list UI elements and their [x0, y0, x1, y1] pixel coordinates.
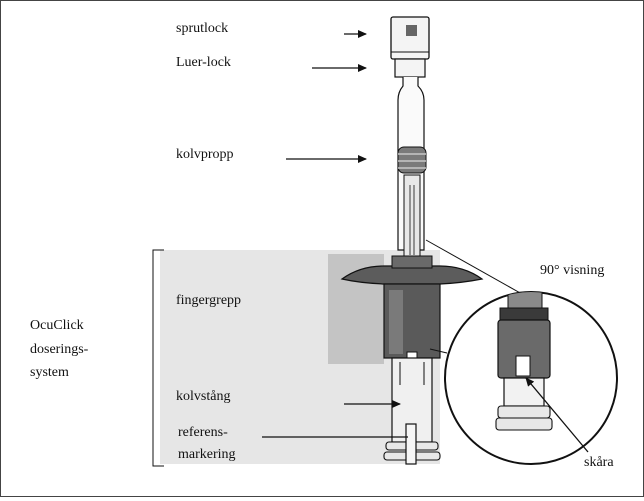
- label-referens-line1: referens-: [178, 425, 228, 440]
- label-sprutlock: sprutlock: [176, 21, 228, 36]
- system-bracket: [152, 249, 164, 467]
- label-skara: skåra: [584, 455, 614, 470]
- label-kolvstang: kolvstång: [176, 389, 230, 404]
- syringe-cap: [390, 16, 430, 78]
- label-luer-lock: Luer-lock: [176, 55, 231, 70]
- label-referens-line2: markering: [178, 447, 236, 462]
- label-fingergrepp: fingergrepp: [176, 293, 241, 308]
- label-system-line2: doserings-: [30, 342, 89, 357]
- plunger-rod-upper: [403, 174, 421, 258]
- notch-arrow: [525, 377, 589, 453]
- reference-marking: [383, 423, 441, 465]
- plunger-stopper: [397, 146, 427, 174]
- label-90-view: 90° visning: [540, 263, 604, 278]
- finger-grip: [340, 255, 484, 361]
- label-kolvpropp: kolvpropp: [176, 147, 234, 162]
- label-system-line3: system: [30, 365, 69, 380]
- zoom-line-bottom: [429, 348, 448, 354]
- zoom-line-top: [425, 239, 523, 295]
- label-system-line1: OcuClick: [30, 318, 84, 333]
- detail-view-90: [444, 291, 618, 465]
